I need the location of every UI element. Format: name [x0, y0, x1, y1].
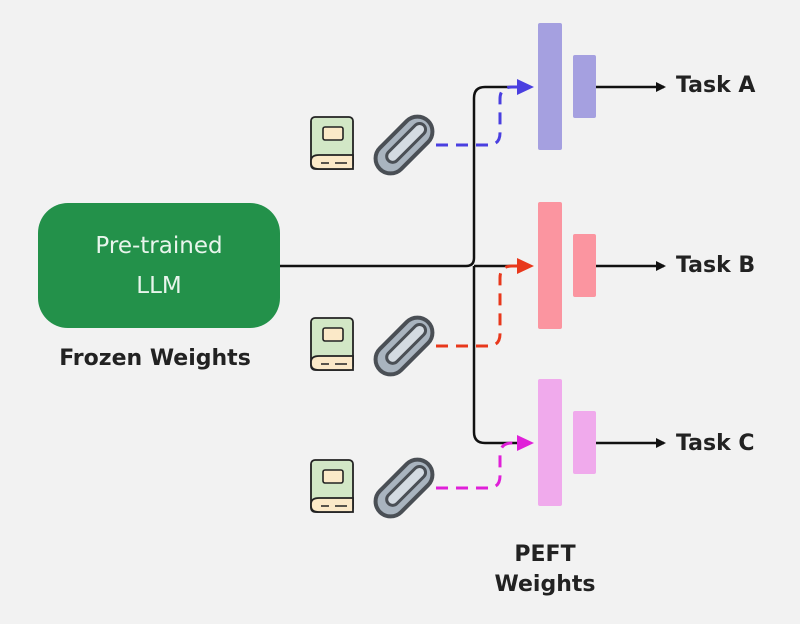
book-icon	[310, 459, 354, 513]
dashed-adapter-arrow-b	[436, 264, 518, 348]
peft-line2: Weights	[494, 572, 596, 597]
arrowhead-b	[517, 258, 534, 274]
adapter-bar-large-a	[538, 23, 562, 150]
arrowhead-c	[517, 435, 534, 451]
llm-label-line2: LLM	[136, 272, 182, 299]
task-c-label: Task C	[676, 431, 755, 456]
adapter-bar-small-b	[573, 234, 596, 297]
paperclip-icon	[373, 315, 435, 377]
book-pages	[310, 497, 354, 513]
book-icon	[310, 317, 354, 371]
peft-line1: PEFT	[514, 542, 576, 567]
task-a-label: Task A	[676, 73, 756, 98]
paperclip-inner	[385, 322, 428, 365]
arrowhead-a	[517, 79, 534, 95]
trunk-line	[280, 257, 476, 268]
llm-label-line1: Pre-trained	[95, 232, 223, 259]
book-pages	[310, 154, 354, 170]
book-label	[322, 327, 344, 342]
book-pages	[310, 355, 354, 371]
task-b-label: Task B	[676, 253, 756, 278]
frozen-weights-label: Frozen Weights	[59, 346, 251, 371]
book-label	[322, 469, 344, 484]
adapter-bar-small-c	[573, 411, 596, 474]
peft-weights-label: PEFT Weights	[480, 540, 610, 600]
paperclip-inner	[385, 121, 428, 164]
dashed-adapter-arrow-a	[436, 85, 518, 147]
pretrained-llm-box: Pre-trained LLM	[38, 203, 280, 328]
dashed-adapter-arrow-c	[436, 441, 518, 490]
adapter-bar-small-a	[573, 55, 596, 118]
paperclip-icon	[373, 114, 435, 176]
adapter-bar-large-b	[538, 202, 562, 329]
branch-to-c	[472, 266, 530, 445]
book-label	[322, 126, 344, 141]
book-icon	[310, 116, 354, 170]
paperclip-icon	[373, 457, 435, 519]
adapter-bar-large-c	[538, 379, 562, 506]
branch-to-a	[472, 85, 530, 258]
